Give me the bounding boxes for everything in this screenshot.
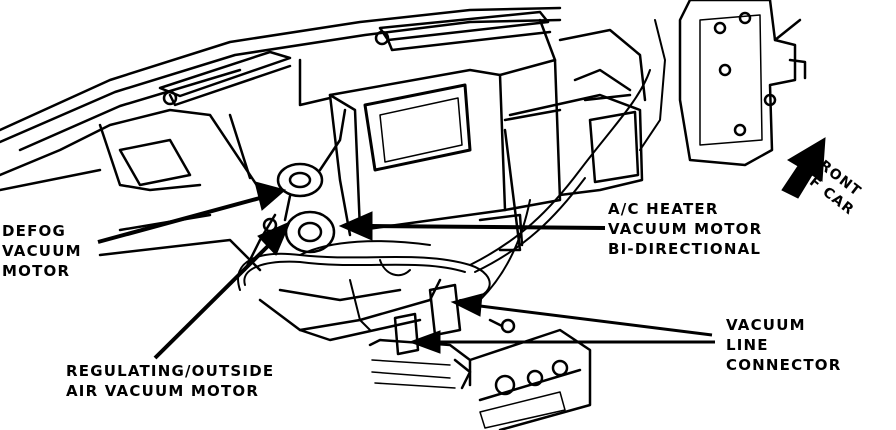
label-defog-vacuum-motor: DEFOG VACUUM MOTOR [2, 221, 82, 281]
vacuum-hoses [237, 19, 666, 331]
label-ac-heater-vacuum-motor: A/C HEATER VACUUM MOTOR BI-DIRECTIONAL [608, 199, 762, 259]
label-line: VACUUM MOTOR [608, 220, 763, 238]
defroster-ducts [158, 10, 552, 107]
label-regulating-air-vacuum-motor: REGULATING/OUTSIDE AIR VACUUM MOTOR [66, 361, 274, 401]
label-line: MOTOR [2, 262, 71, 280]
label-line: VACUUM [726, 316, 806, 334]
label-line: A/C HEATER [608, 200, 719, 218]
dash-top-edge [0, 6, 562, 152]
vacuum-connector [393, 283, 516, 356]
arrow-vacuum-line-upper [450, 293, 713, 337]
arrow-front-of-car [781, 137, 826, 199]
label-line: AIR VACUUM MOTOR [66, 382, 260, 400]
label-line: VACUUM [2, 242, 82, 260]
lower-duct [258, 278, 442, 342]
label-line: REGULATING/OUTSIDE [66, 362, 275, 380]
arrow-vacuum-line-lower [408, 330, 715, 354]
heater-case [328, 18, 647, 252]
label-line: BI-DIRECTIONAL [608, 240, 762, 258]
label-line: LINE [726, 336, 769, 354]
label-line: CONNECTOR [726, 356, 842, 374]
label-vacuum-line-connector: VACUUM LINE CONNECTOR [726, 315, 841, 375]
arrow-ac-heater [338, 211, 606, 241]
control-head [368, 328, 592, 430]
arrow-defog [97, 181, 287, 244]
arrow-regulating [153, 221, 291, 360]
label-line: DEFOG [2, 222, 67, 240]
firewall-bracket [678, 0, 807, 167]
